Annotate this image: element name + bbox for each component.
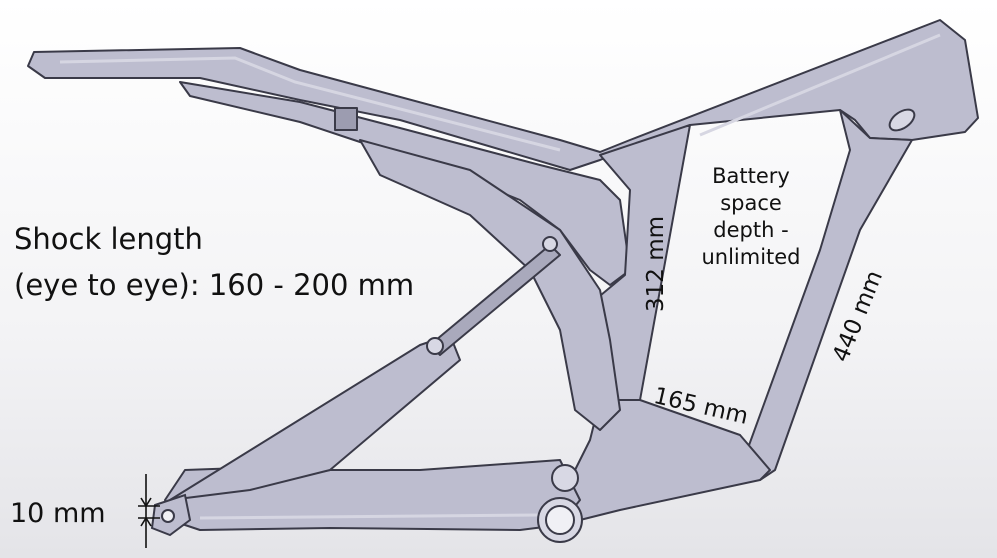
down-tube	[739, 109, 913, 481]
dimension-312mm: 312 mm	[643, 215, 669, 312]
battery-line-1: Battery	[712, 164, 790, 188]
battery-space-label: Battery space depth - unlimited	[676, 163, 826, 271]
cable-port	[888, 108, 916, 132]
top-tube	[27, 19, 979, 171]
curved-stay	[359, 139, 621, 431]
shock-length-value: (eye to eye): 160 - 200 mm	[14, 268, 415, 302]
shock-length-label: Shock length	[14, 222, 203, 256]
shock-eye-lower	[426, 337, 444, 355]
dimension-10mm-marker	[138, 474, 160, 548]
dimension-10mm: 10 mm	[10, 498, 106, 529]
swing-arm	[169, 334, 461, 501]
shock-spring	[334, 107, 358, 131]
bottom-bracket	[559, 399, 771, 521]
battery-line-2: space	[720, 191, 782, 215]
seat-stay-upper	[179, 81, 631, 286]
shock-absorber	[429, 244, 561, 356]
battery-line-3: depth -	[713, 218, 789, 242]
battery-line-4: unlimited	[701, 245, 801, 269]
main-pivot	[551, 464, 579, 492]
shock-eye-upper	[542, 236, 558, 252]
